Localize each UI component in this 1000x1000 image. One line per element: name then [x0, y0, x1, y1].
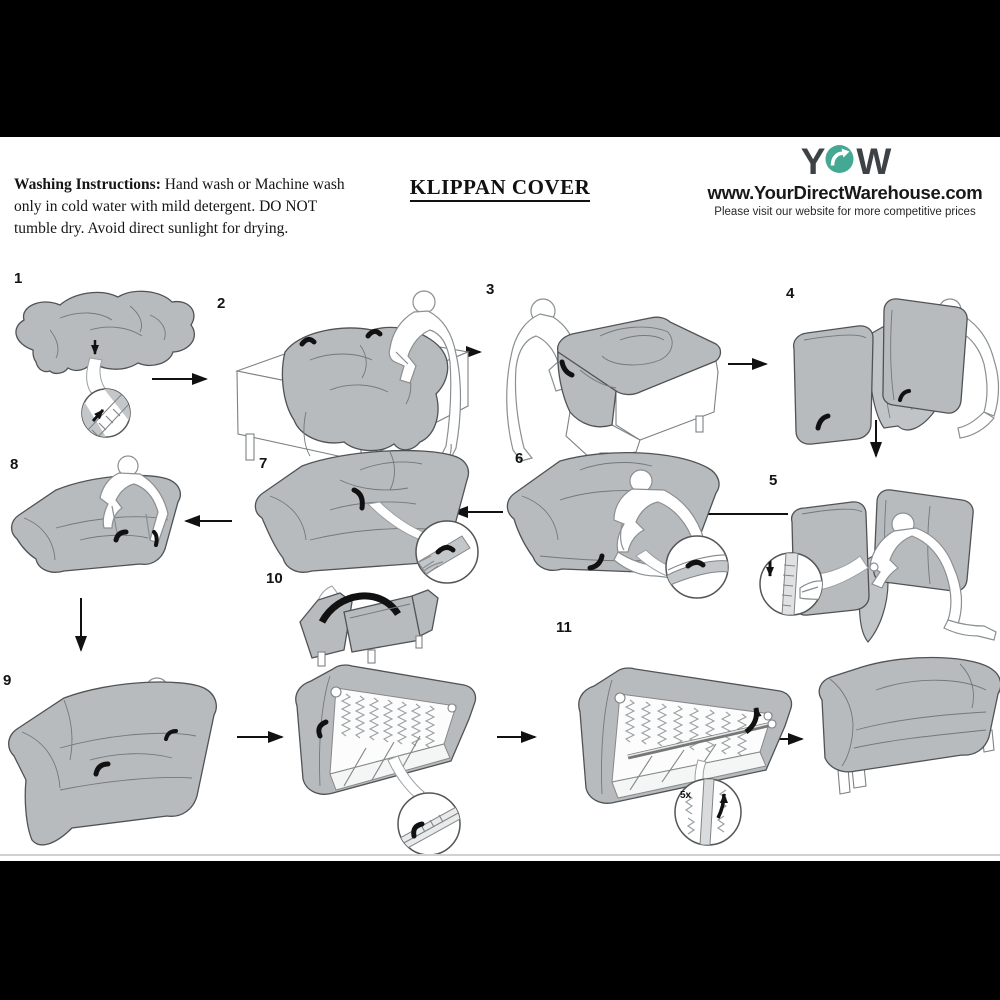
zipper-detail — [82, 389, 130, 437]
washing-instructions-label: Washing Instructions: — [14, 176, 161, 193]
step-number-6: 6 — [515, 450, 524, 467]
strap-mark — [815, 413, 831, 431]
bottom-black-bar — [0, 861, 1000, 1000]
strap-mark — [898, 389, 911, 402]
step-9-smooth-seat — [8, 677, 217, 846]
page-title: KLIPPAN COVER — [350, 175, 650, 202]
hand-strap-detail — [416, 535, 471, 581]
quantity-label-5x: 5x — [680, 790, 692, 801]
tuck-arrow — [164, 729, 178, 741]
strap-detail — [666, 554, 728, 587]
step-number-9: 9 — [3, 672, 12, 689]
person-body — [99, 472, 169, 544]
strap-mark — [299, 336, 317, 347]
step-4-pull-back — [792, 298, 1000, 445]
step-11-hook-springs — [578, 667, 793, 846]
strap-hook — [411, 821, 425, 839]
strap-mark — [351, 487, 365, 511]
logo-letter-y: Y — [800, 140, 826, 182]
step-3-spread-cover — [506, 298, 722, 472]
website-tagline: Please visit our website for more compet… — [714, 206, 976, 218]
flow-arrows — [75, 346, 882, 745]
person-body — [388, 310, 462, 461]
step-number-11: 11 — [556, 619, 572, 636]
step-8-tuck-back-seam — [10, 455, 181, 573]
strap-mark — [559, 359, 575, 378]
finished-sofa — [818, 656, 1000, 795]
step-number-2: 2 — [217, 295, 226, 312]
spring-hook-detail — [684, 779, 728, 845]
step-number-5: 5 — [769, 472, 778, 489]
strap-hook — [435, 544, 456, 555]
person-body — [869, 527, 963, 625]
washing-instructions: Washing Instructions: Hand wash or Machi… — [14, 174, 354, 240]
step-6-tuck-bottom — [506, 452, 729, 599]
magnifier-leader — [387, 755, 425, 801]
rail-strap-detail — [399, 805, 460, 851]
flipped-sofa-underside — [295, 664, 477, 856]
rotate-arrow — [744, 707, 762, 734]
strap-mark — [365, 328, 383, 339]
step-7-covered-sofa — [254, 449, 479, 584]
step-10-strap-over-sofa — [299, 585, 439, 667]
step-1-crumpled-cover — [15, 290, 196, 438]
step-number-8: 8 — [10, 456, 19, 473]
washing-instructions-text: Hand wash or Machine wash only in cold w… — [14, 176, 345, 237]
tuck-arrow — [152, 530, 159, 547]
step-number-3: 3 — [486, 281, 495, 298]
step-number-1: 1 — [14, 270, 23, 287]
step-2-drape-cover — [234, 290, 470, 485]
carry-strap — [318, 592, 401, 624]
strap-mark — [316, 719, 329, 739]
step-number-10: 10 — [266, 570, 283, 587]
step-number-4: 4 — [786, 285, 795, 302]
zipper-detail — [766, 553, 822, 615]
ydw-logo: Y W — [702, 141, 988, 181]
step-number-7: 7 — [259, 455, 268, 472]
strap-hook — [685, 559, 706, 569]
brand-block: Y W www.YourDirectWarehouse.com Please v… — [702, 141, 988, 219]
tuck-arrow — [93, 761, 111, 777]
website-url: www.YourDirectWarehouse.com — [707, 182, 983, 203]
tuck-arrow — [113, 529, 129, 543]
top-black-bar — [0, 0, 1000, 137]
step-5-zip-back — [759, 489, 997, 643]
strap-mark — [587, 553, 605, 571]
logo-letter-w: W — [856, 140, 891, 182]
logo-arrow-disc-icon — [824, 143, 855, 179]
content-bottom-rule — [0, 854, 1000, 856]
person-head — [412, 290, 436, 314]
